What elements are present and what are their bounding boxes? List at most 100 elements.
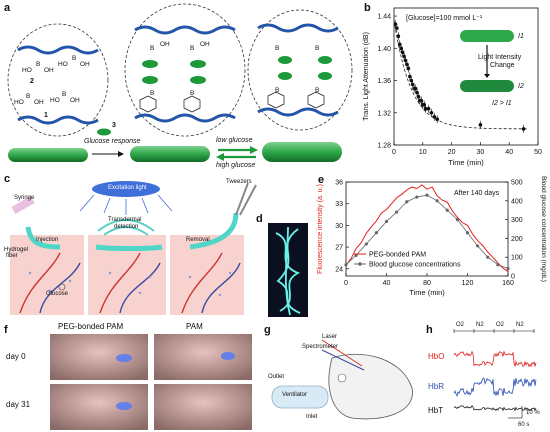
data-point bbox=[415, 90, 419, 95]
y-tick-label: 1.44 bbox=[377, 14, 391, 21]
data-point bbox=[395, 26, 399, 30]
glucose-point bbox=[465, 231, 470, 235]
svg-text:B: B bbox=[150, 45, 154, 52]
svg-text:HO: HO bbox=[22, 67, 32, 74]
fiber-label: fiber bbox=[6, 253, 18, 259]
gas-o2-2: O2 bbox=[496, 322, 505, 328]
panel-label-b: b bbox=[364, 2, 371, 14]
y-tick-label-left: 33 bbox=[335, 201, 343, 208]
fiber-removal bbox=[189, 212, 239, 250]
y-tick-label: 1.40 bbox=[377, 46, 391, 53]
svg-text:B: B bbox=[315, 45, 319, 52]
hbr-label: HbR bbox=[428, 382, 445, 391]
tweezers-label: Tweezers bbox=[226, 179, 252, 185]
excitation-light bbox=[92, 181, 160, 197]
glucose-point bbox=[405, 200, 409, 204]
x-tick-label: 40 bbox=[505, 149, 513, 156]
hydrogel-fiber-2 bbox=[130, 146, 210, 162]
fiber-implanted bbox=[95, 244, 163, 251]
panel-c-illustration bbox=[10, 181, 257, 315]
label-2: 2 bbox=[30, 78, 34, 85]
annotation-after-140-days: After 140 days bbox=[454, 190, 500, 197]
mouse-body bbox=[328, 353, 413, 420]
series-peg-bonded-pam bbox=[345, 184, 509, 273]
fluorescent-fiber-photo bbox=[268, 223, 308, 317]
y-tick-label-left: 27 bbox=[335, 245, 343, 252]
svg-text:HO: HO bbox=[14, 99, 24, 106]
polymer-chain bbox=[17, 115, 99, 125]
glucose-point bbox=[395, 210, 399, 214]
data-point bbox=[426, 106, 431, 111]
fit-curve bbox=[393, 20, 527, 130]
legend-change-line2: Change bbox=[490, 62, 515, 69]
glucose-point bbox=[354, 253, 358, 257]
zoom-circle-2 bbox=[124, 3, 246, 137]
svg-text:B: B bbox=[275, 45, 279, 52]
svg-text:B: B bbox=[190, 90, 194, 97]
glucose-point bbox=[506, 266, 510, 271]
svg-text:OH: OH bbox=[34, 99, 44, 106]
low-glucose-text: low glucose bbox=[216, 137, 253, 144]
x-tick-label: 20 bbox=[448, 149, 456, 156]
glucose-concentration-note: [Glucose]=100 mmol L⁻¹ bbox=[406, 15, 483, 22]
panel-label-f: f bbox=[4, 324, 8, 336]
glucose-point bbox=[384, 219, 389, 224]
y-axis-label: Trans. Light Attenuation (dB) bbox=[363, 32, 370, 121]
legend-text-glucose: Blood glucose concentrations bbox=[369, 262, 461, 269]
data-point bbox=[423, 106, 428, 111]
y-axis-label-right: Blood glucose concentration (mg/dL) bbox=[540, 176, 547, 282]
panel-label-h: h bbox=[426, 324, 433, 336]
data-point bbox=[408, 74, 412, 79]
panel-g: g Laser Spectrometer Outlet Ventilator I… bbox=[262, 318, 422, 432]
y-tick-label-right: 100 bbox=[511, 255, 523, 262]
svg-text:B: B bbox=[72, 55, 76, 62]
y-tick-label-left: 30 bbox=[335, 223, 343, 230]
data-point bbox=[419, 98, 424, 103]
svg-text:OH: OH bbox=[200, 41, 210, 48]
label-1: 1 bbox=[44, 112, 48, 119]
syringe-label: Syringe bbox=[14, 195, 35, 201]
glucose-legend-oval bbox=[97, 128, 111, 136]
x-tick-label: 40 bbox=[383, 280, 391, 287]
x-tick-label: 120 bbox=[462, 280, 474, 287]
glucose-point bbox=[435, 199, 439, 203]
svg-text:OH: OH bbox=[160, 41, 170, 48]
data-point bbox=[521, 127, 526, 131]
mouse-photos bbox=[50, 334, 252, 430]
polymer-chain bbox=[134, 25, 236, 35]
panel-label-g: g bbox=[264, 324, 271, 336]
scale-x: 60 s bbox=[518, 422, 530, 428]
data-point bbox=[402, 54, 406, 59]
svg-text:B: B bbox=[315, 87, 319, 94]
data-point bbox=[432, 114, 437, 119]
data-point bbox=[410, 82, 415, 87]
y-axis-label-left: Fluorescence intensity (a. u.) bbox=[317, 184, 324, 274]
data-point bbox=[416, 94, 421, 99]
y-tick-label-right: 400 bbox=[511, 198, 523, 205]
panel-label-c: c bbox=[4, 173, 11, 185]
legend-marker-glucose bbox=[358, 262, 362, 266]
glucose-point bbox=[496, 263, 500, 267]
data-point bbox=[406, 66, 411, 71]
detection-label: detection bbox=[114, 224, 139, 230]
x-axis-label: Time (min) bbox=[448, 158, 484, 167]
glucose-point bbox=[486, 255, 490, 259]
x-tick-label: 160 bbox=[502, 280, 514, 287]
glucose-point bbox=[455, 218, 459, 222]
polymer-chain bbox=[257, 107, 339, 117]
glucose-point bbox=[364, 242, 368, 246]
gas-n2-2: N2 bbox=[516, 322, 524, 328]
laser-label: Laser bbox=[322, 334, 338, 340]
svg-text:HO: HO bbox=[50, 97, 60, 104]
y-tick-label-left: 36 bbox=[335, 180, 343, 187]
data-point bbox=[400, 50, 405, 55]
y-tick-label-right: 0 bbox=[511, 274, 515, 281]
syringe bbox=[11, 196, 35, 214]
glucose-label: Glucose bbox=[46, 291, 69, 297]
panel-label-e: e bbox=[318, 174, 325, 186]
fiber-injection bbox=[25, 226, 61, 250]
hydrogel-label: Hydrogel bbox=[4, 247, 29, 253]
glucose-point bbox=[344, 263, 348, 267]
